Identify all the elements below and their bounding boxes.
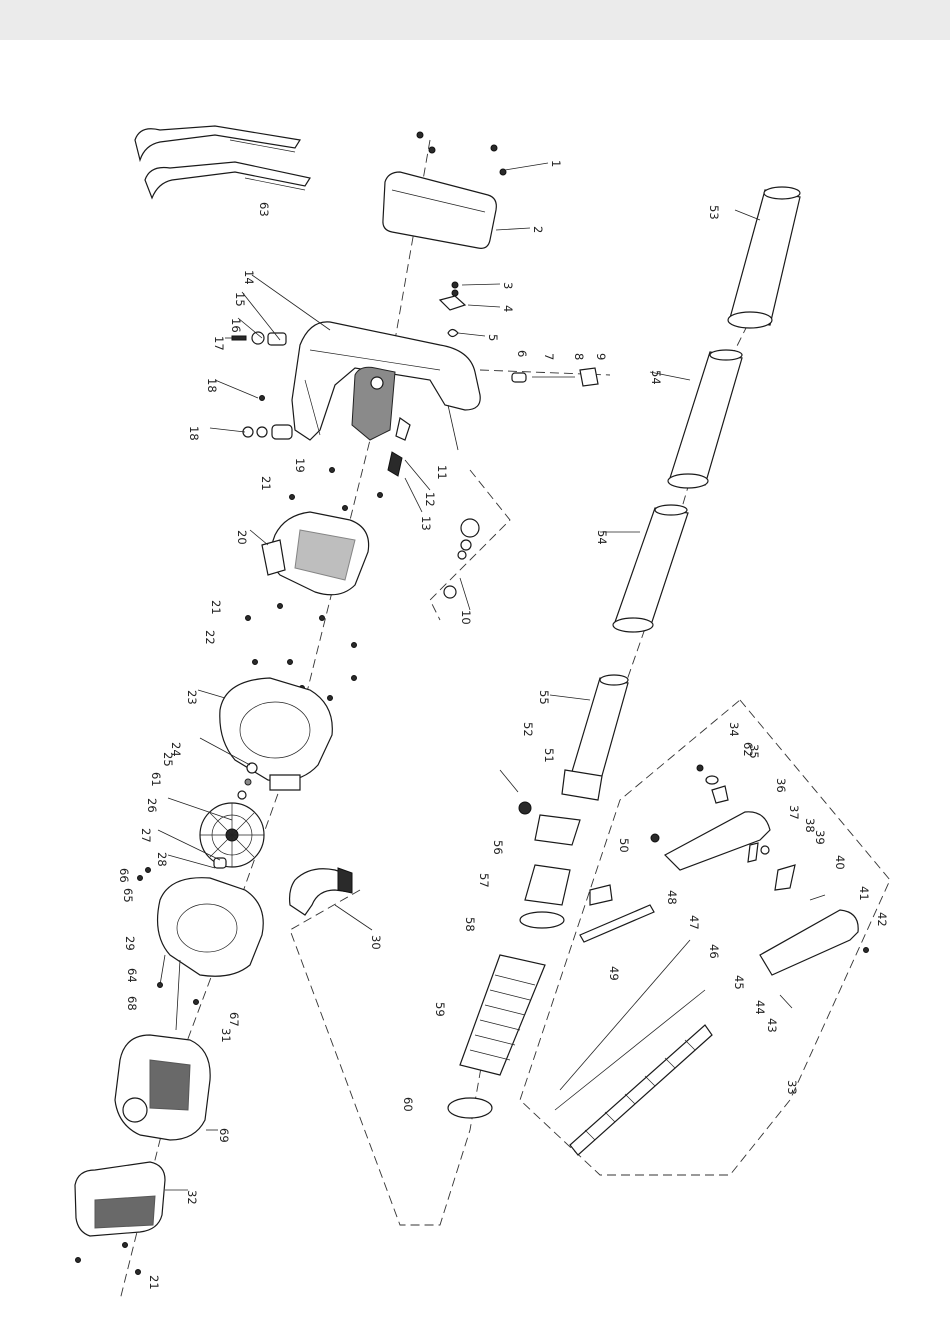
callout-label-29: 29: [123, 936, 137, 951]
callout-label-31: 31: [219, 1028, 233, 1043]
callout-label-64: 64: [125, 968, 139, 983]
callout-label-57: 57: [477, 873, 491, 888]
callout-label-27: 27: [139, 828, 153, 843]
callout-label-23: 23: [185, 690, 199, 705]
callout-label-54: 54: [595, 530, 609, 545]
callout-label-40: 40: [833, 855, 847, 870]
blower-housing-part: [220, 678, 333, 799]
callout-label-68: 68: [125, 996, 139, 1011]
vacuum-parts: [448, 770, 580, 1118]
impeller-part: [200, 803, 264, 868]
top-cover-part: [383, 132, 506, 248]
callout-label-9: 9: [594, 353, 608, 360]
callout-label-39: 39: [813, 830, 827, 845]
callout-label-30: 30: [369, 935, 383, 950]
callout-label-22: 22: [203, 630, 217, 645]
callout-label-19: 19: [293, 458, 307, 473]
callout-label-6: 6: [515, 350, 529, 357]
callout-label-58: 58: [463, 917, 477, 932]
callout-label-69: 69: [217, 1128, 231, 1143]
callout-label-51: 51: [542, 748, 556, 763]
callout-label-52: 52: [521, 722, 535, 737]
callout-label-18: 18: [187, 426, 201, 441]
callout-label-62: 62: [741, 742, 755, 757]
callout-label-41: 41: [857, 886, 871, 901]
callout-label-54: 54: [649, 370, 663, 385]
callout-label-46: 46: [707, 944, 721, 959]
callout-label-28: 28: [155, 852, 169, 867]
callout-label-34: 34: [727, 722, 741, 737]
callout-label-11: 11: [435, 465, 449, 480]
callout-label-15: 15: [233, 292, 247, 307]
callout-label-47: 47: [687, 915, 701, 930]
callout-label-48: 48: [665, 890, 679, 905]
callout-label-13: 13: [419, 516, 433, 531]
callout-label-20: 20: [235, 530, 249, 545]
callout-label-21: 21: [147, 1275, 161, 1290]
callout-label-5: 5: [486, 334, 500, 341]
callout-label-66: 66: [117, 868, 131, 883]
callout-label-45: 45: [732, 975, 746, 990]
callout-label-55: 55: [537, 690, 551, 705]
callout-label-18: 18: [205, 378, 219, 393]
callout-label-2: 2: [531, 226, 545, 233]
callout-label-33: 33: [785, 1080, 799, 1095]
callout-label-26: 26: [145, 798, 159, 813]
callout-label-65: 65: [121, 888, 135, 903]
callout-label-1: 1: [549, 160, 563, 167]
callout-label-21: 21: [209, 600, 223, 615]
main-frame-part: [292, 322, 480, 476]
callout-label-61: 61: [149, 772, 163, 787]
callout-label-60: 60: [401, 1097, 415, 1112]
callout-label-37: 37: [787, 805, 801, 820]
blow-tube-53-part: [728, 187, 800, 328]
callout-label-49: 49: [607, 966, 621, 981]
callout-label-14: 14: [242, 270, 256, 285]
callout-label-17: 17: [212, 336, 226, 351]
callout-label-21: 21: [259, 476, 273, 491]
handle-parts: [651, 765, 869, 1008]
callout-label-16: 16: [229, 318, 243, 333]
callout-label-12: 12: [423, 492, 437, 507]
callout-label-59: 59: [433, 1002, 447, 1017]
callout-label-3: 3: [501, 282, 515, 289]
filler-cap-part: [444, 519, 479, 598]
blow-tube-54-lower-part: [613, 505, 688, 632]
callout-leaders: [158, 163, 760, 1190]
air-filter-cover-part: [262, 493, 383, 595]
callout-label-4: 4: [501, 305, 515, 312]
callout-label-36: 36: [774, 778, 788, 793]
elbow-part: [290, 868, 352, 915]
callout-label-10: 10: [459, 610, 473, 625]
callout-label-50: 50: [617, 838, 631, 853]
engine-part: [115, 1035, 210, 1140]
callout-label-25: 25: [161, 752, 175, 767]
callout-label-32: 32: [185, 1190, 199, 1205]
callout-label-56: 56: [491, 840, 505, 855]
engine-cover-part: [75, 1162, 165, 1275]
callout-label-7: 7: [542, 353, 556, 360]
callout-label-67: 67: [227, 1012, 241, 1027]
callout-label-42: 42: [875, 912, 889, 927]
blow-tube-55-part: [562, 675, 628, 800]
callout-label-43: 43: [765, 1018, 779, 1033]
callout-label-44: 44: [753, 1000, 767, 1015]
shoulder-strap-part: [135, 126, 310, 198]
callout-label-63: 63: [257, 202, 271, 217]
blow-tube-54-upper-part: [668, 350, 742, 488]
callout-label-8: 8: [572, 353, 586, 360]
callout-label-53: 53: [707, 205, 721, 220]
